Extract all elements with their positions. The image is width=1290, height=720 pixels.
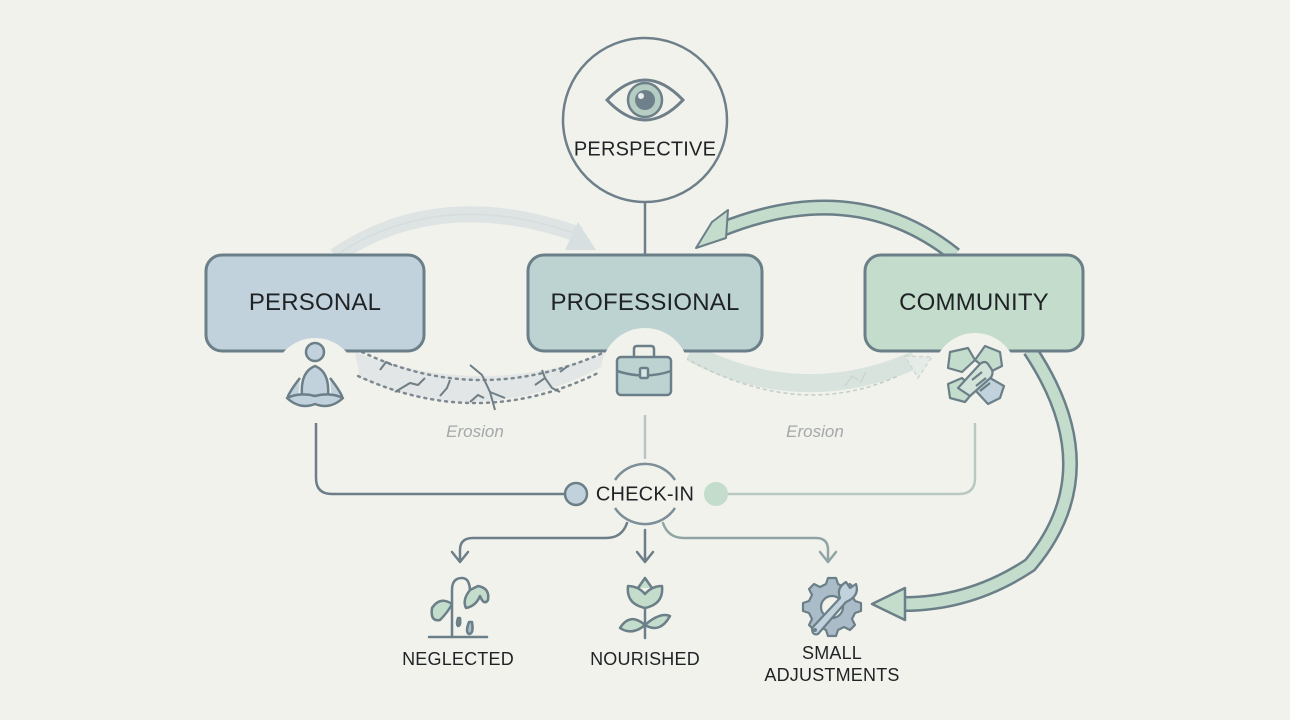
small-adjustments-label-line2: ADJUSTMENTS (764, 665, 900, 685)
personal-label: PERSONAL (248, 289, 382, 316)
small-adjustments-label: SMALL ADJUSTMENTS (764, 642, 899, 686)
eye-icon (604, 78, 686, 122)
erosion-label-right: Erosion (786, 422, 844, 441)
personal-to-checkin-line (314, 423, 566, 496)
arrow-community-to-adjustments (870, 345, 1078, 622)
arrow-community-to-professional (695, 199, 960, 262)
outcome-arrows (450, 521, 838, 564)
community-dot (704, 482, 728, 506)
flower-icon (618, 576, 672, 640)
professional-label: PROFESSIONAL (550, 289, 740, 316)
checkin-node[interactable] (563, 462, 728, 526)
community-label: COMMUNITY (899, 289, 1049, 316)
arrow-personal-to-professional (330, 206, 596, 263)
hands-together-icon (946, 344, 1006, 406)
erosion-arrow-professional-community (684, 344, 934, 396)
erosion-band-personal-professional (355, 350, 610, 411)
personal-dot (563, 481, 589, 507)
briefcase-icon (615, 344, 673, 397)
community-to-checkin-line (728, 423, 977, 496)
small-adjustments-label-line1: SMALL (801, 643, 863, 663)
perspective-node[interactable] (561, 36, 729, 204)
nourished-label: NOURISHED (590, 649, 700, 669)
wilted-plant-icon (427, 576, 490, 639)
crack-marks (379, 360, 569, 411)
meditation-icon (285, 341, 345, 408)
checkin-label: CHECK-IN (595, 483, 695, 506)
erosion-label-left: Erosion (446, 422, 504, 441)
perspective-label: PERSPECTIVE (573, 138, 717, 161)
gear-wrench-icon (801, 576, 863, 638)
neglected-label: NEGLECTED (402, 649, 514, 669)
